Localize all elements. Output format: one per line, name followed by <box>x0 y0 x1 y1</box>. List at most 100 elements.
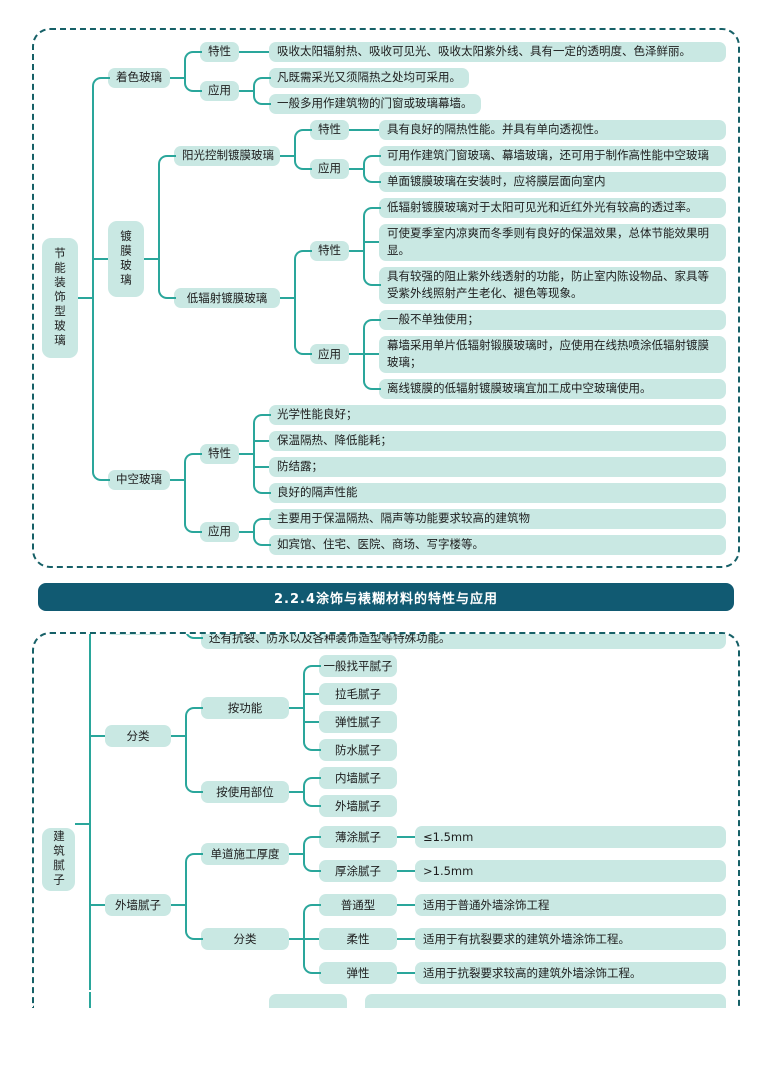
leaf-row: 单面镀膜玻璃在安装时，应将膜层面向室内 <box>363 168 726 195</box>
leaf-row: 具有较强的阻止紫外线透射的功能，防止室内陈设物品、家具等受紫外线照射产生老化、褪… <box>363 263 726 307</box>
map2-root-node: 建筑腻子 <box>42 827 75 891</box>
clipped-value-box <box>365 994 726 1008</box>
leaf-text: 拉毛腻子 <box>319 683 397 705</box>
leaf-text: 吸收太阳辐射热、吸收可见光、吸收太阳紫外线、具有一定的透明度、色泽鲜丽。 <box>269 41 726 62</box>
branch-solar-control: 阳光控制镀膜玻璃 特性 具有良好的隔热性能。并具有单向透视性。 <box>158 117 726 195</box>
branch-solar-traits: 特性 具有良好的隔热性能。并具有单向透视性。 <box>294 117 726 143</box>
leaf-row: 适用于有抗裂要求的建筑外墙涂饰工程。 <box>405 925 726 953</box>
node-solar-control: 阳光控制镀膜玻璃 <box>174 145 280 166</box>
leaf-row: 外墙腻子 <box>303 792 726 820</box>
leaf-row: 弹性腻子 <box>303 708 726 736</box>
leaf-row: 一般找平腻子 <box>303 652 726 680</box>
leaf-text: 凡既需采光又须隔热之处均可采用。 <box>269 67 469 88</box>
leaf-text: 可用作建筑门窗玻璃、幕墙玻璃，还可用于制作高性能中空玻璃 <box>379 145 726 166</box>
node-traits-label: 特性 <box>200 41 239 62</box>
branch-insulating-glass: 中空玻璃 特性 光学性能良好； 保温隔热、降低能耗； 防结露； 良好的隔声性 <box>92 401 726 558</box>
branch-coated-glass: 镀膜玻璃 阳光控制镀膜玻璃 特性 <box>92 116 726 402</box>
leaf-row: 可用作建筑门窗玻璃、幕墙玻璃，还可用于制作高性能中空玻璃 <box>363 143 726 169</box>
pair-row: 厚涂腻子 >1.5mm <box>303 854 726 888</box>
leaf-text: 一般找平腻子 <box>319 655 397 677</box>
leaf-text: 如宾馆、住宅、医院、商场、写字楼等。 <box>269 534 726 555</box>
pair-value: 适用于普通外墙涂饰工程 <box>415 894 726 916</box>
leaf-text: 一般不单独使用； <box>379 309 726 330</box>
branch-main-role: 主要作用 填补墙体基层的缺陷、对基层进行找平，达到增加基层平整程度的目的。 还有… <box>89 634 726 652</box>
node-by-function: 按功能 <box>201 697 289 719</box>
leaf-text: 防水腻子 <box>319 739 397 761</box>
branch-by-function: 按功能 一般找平腻子 拉毛腻子 弹性腻子 防水腻子 <box>185 652 726 764</box>
pair-value: 适用于抗裂要求较高的建筑外墙涂饰工程。 <box>415 962 726 984</box>
leaf-row: 具有良好的隔热性能。并具有单向透视性。 <box>363 117 726 143</box>
leaf-row: 防水腻子 <box>303 736 726 764</box>
leaf-text: 低辐射镀膜玻璃对于太阳可见光和近红外光有较高的透过率。 <box>379 197 726 218</box>
leaf-text: 幕墙采用单片低辐射锻膜玻璃时，应使用在线热喷涂低辐射镀膜玻璃； <box>379 335 726 373</box>
branch-solar-uses: 应用 可用作建筑门窗玻璃、幕墙玻璃，还可用于制作高性能中空玻璃 单面镀膜玻璃在安… <box>294 142 726 195</box>
branch-low-e-traits: 特性 低辐射镀膜玻璃对于太阳可见光和近红外光有较高的透过率。 可使夏季室内凉爽而… <box>294 195 726 307</box>
branch-insulating-traits: 特性 光学性能良好； 保温隔热、降低能耗； 防结露； 良好的隔声性能 <box>184 402 726 506</box>
node-uses-label: 应用 <box>200 521 239 542</box>
node-exterior-types: 分类 <box>201 928 289 950</box>
node-low-e: 低辐射镀膜玻璃 <box>174 288 280 308</box>
pair-value: 适用于有抗裂要求的建筑外墙涂饰工程。 <box>415 928 726 950</box>
branch-by-location: 按使用部位 内墙腻子 外墙腻子 <box>185 764 726 820</box>
section-banner: 2.2.4涂饰与裱糊材料的特性与应用 <box>38 583 734 611</box>
pair-key: 弹性 <box>319 962 397 984</box>
clipped-row-boxes <box>269 992 726 1008</box>
leaf-text: 具有良好的隔热性能。并具有单向透视性。 <box>379 119 726 140</box>
node-traits-label: 特性 <box>310 119 349 140</box>
pair-key: 柔性 <box>319 928 397 950</box>
leaf-row: 防结露； <box>253 453 726 480</box>
leaf-row: 良好的隔声性能 <box>253 479 726 506</box>
branch-thickness: 单道施工厚度 薄涂腻子 ≤1.5mm <box>185 820 726 888</box>
pair-row: 薄涂腻子 ≤1.5mm <box>303 820 726 854</box>
leaf-row: 一般多用作建筑物的门窗或玻璃幕墙。 <box>253 90 726 117</box>
node-by-location: 按使用部位 <box>201 781 289 803</box>
branch-tinted-glass: 着色玻璃 特性 吸收太阳辐射热、吸收可见光、吸收太阳紫外线、具有一定的透明度、色… <box>92 39 726 117</box>
node-uses-label: 应用 <box>310 344 349 364</box>
leaf-text: 可使夏季室内凉爽而冬季则有良好的保温效果，总体节能效果明显。 <box>379 223 726 261</box>
leaf-row: 离线镀膜的低辐射镀膜玻璃宜加工成中空玻璃使用。 <box>363 375 726 402</box>
leaf-text: 保温隔热、降低能耗； <box>269 430 726 451</box>
leaf-row: >1.5mm <box>405 857 726 885</box>
mindmap-building-putty: 建筑腻子 主要作用 填补墙体基层的缺陷、对基层进行找平，达到增加基层平整程度的目… <box>32 632 740 1008</box>
branch-low-e-uses: 应用 一般不单独使用； 幕墙采用单片低辐射锻膜玻璃时，应使用在线热喷涂低辐射镀膜… <box>294 306 726 402</box>
node-uses-label: 应用 <box>310 158 349 179</box>
leaf-row: 凡既需采光又须隔热之处均可采用。 <box>253 65 726 91</box>
leaf-text: 弹性腻子 <box>319 711 397 733</box>
leaf-row: 还有抗裂、防水以及各种装饰造型等特殊功能。 <box>185 634 726 652</box>
leaf-row: 吸收太阳辐射热、吸收可见光、吸收太阳紫外线、具有一定的透明度、色泽鲜丽。 <box>253 39 726 65</box>
pair-key: 薄涂腻子 <box>319 826 397 848</box>
branch-classification: 分类 按功能 一般找平腻子 拉毛腻子 弹性腻子 防水腻子 <box>89 652 726 820</box>
node-exterior-putty: 外墙腻子 <box>105 894 171 916</box>
pair-row: 柔性 适用于有抗裂要求的建筑外墙涂饰工程。 <box>303 922 726 956</box>
map1-tree: 节能装饰型玻璃 着色玻璃 特性 吸收太阳辐射热、吸收可见光、吸收太阳紫外线、具有… <box>42 40 726 556</box>
leaf-text: 离线镀膜的低辐射镀膜玻璃宜加工成中空玻璃使用。 <box>379 378 726 399</box>
leaf-row: 可使夏季室内凉爽而冬季则有良好的保温效果，总体节能效果明显。 <box>363 220 726 264</box>
leaf-row: 一般不单独使用； <box>363 307 726 333</box>
leaf-text: 光学性能良好； <box>269 404 726 425</box>
leaf-row: 光学性能良好； <box>253 402 726 428</box>
node-traits-label: 特性 <box>310 240 349 261</box>
leaf-text: 防结露； <box>269 456 726 477</box>
leaf-row: 低辐射镀膜玻璃对于太阳可见光和近红外光有较高的透过率。 <box>363 195 726 221</box>
leaf-row: 适用于普通外墙涂饰工程 <box>405 891 726 919</box>
map2-tree: 建筑腻子 主要作用 填补墙体基层的缺陷、对基层进行找平，达到增加基层平整程度的目… <box>42 634 726 1008</box>
branch-exterior-putty: 外墙腻子 单道施工厚度 薄涂腻子 ≤1.5mm <box>89 820 726 990</box>
leaf-text: 一般多用作建筑物的门窗或玻璃幕墙。 <box>269 93 481 114</box>
mindmap-energy-saving-glass: 节能装饰型玻璃 着色玻璃 特性 吸收太阳辐射热、吸收可见光、吸收太阳紫外线、具有… <box>32 28 740 568</box>
branch-low-e: 低辐射镀膜玻璃 特性 低辐射镀膜玻璃对于太阳可见光和近红外光有较高的透过率。 <box>158 194 726 402</box>
node-insulating-glass: 中空玻璃 <box>108 469 170 490</box>
node-main-role: 主要作用 <box>105 634 171 635</box>
map1-root-node: 节能装饰型玻璃 <box>42 238 78 358</box>
node-classification: 分类 <box>105 725 171 747</box>
pair-value: >1.5mm <box>415 860 726 882</box>
leaf-row: 保温隔热、降低能耗； <box>253 427 726 454</box>
pair-key: 厚涂腻子 <box>319 860 397 882</box>
node-tinted-glass: 着色玻璃 <box>108 67 170 88</box>
leaf-row: 如宾馆、住宅、医院、商场、写字楼等。 <box>253 531 726 558</box>
branch-tinted-uses: 应用 凡既需采光又须隔热之处均可采用。 一般多用作建筑物的门窗或玻璃幕墙。 <box>184 64 726 117</box>
clipped-label-box <box>269 994 347 1008</box>
leaf-row: ≤1.5mm <box>405 823 726 851</box>
branch-tinted-traits: 特性 吸收太阳辐射热、吸收可见光、吸收太阳紫外线、具有一定的透明度、色泽鲜丽。 <box>184 39 726 65</box>
leaf-row: 拉毛腻子 <box>303 680 726 708</box>
map2-branches: 主要作用 填补墙体基层的缺陷、对基层进行找平，达到增加基层平整程度的目的。 还有… <box>75 634 726 1008</box>
